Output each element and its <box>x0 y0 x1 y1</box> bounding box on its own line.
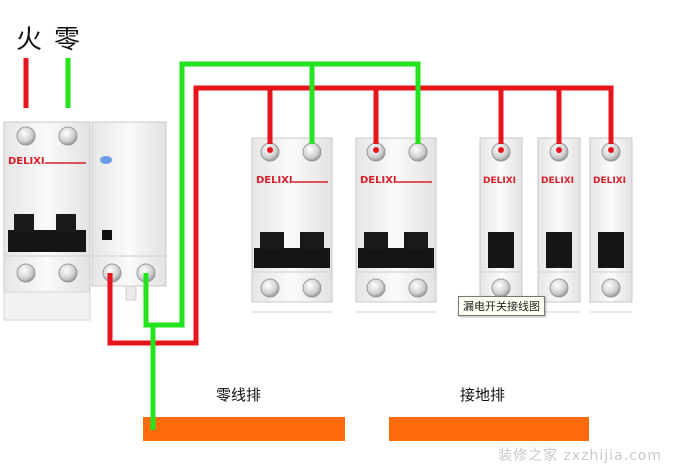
branch-breaker-1p-2: DELIXI <box>537 137 581 313</box>
branch-breaker-2p-1: DELIXI <box>251 137 333 313</box>
main-breaker: DELIXI <box>3 121 91 321</box>
leakage-module <box>91 121 167 301</box>
brand-logo: DELIXI <box>8 156 45 167</box>
tooltip: 漏电开关接线图 <box>458 296 545 316</box>
brand-logo: DELIXI <box>593 176 626 186</box>
neutral-label: 零 <box>54 25 80 55</box>
branch-breaker-2p-2: DELIXI <box>355 137 437 313</box>
ground-bus-bar <box>389 417 589 441</box>
watermark: 装修之家 zxzhijia.com <box>498 448 662 464</box>
brand-logo: DELIXI <box>541 176 574 186</box>
brand-logo: DELIXI <box>483 176 516 186</box>
neutral-bus-label: 零线排 <box>216 386 261 404</box>
brand-logo: DELIXI <box>360 175 397 186</box>
brand-logo: DELIXI <box>256 175 293 186</box>
live-label: 火 <box>16 25 42 55</box>
neutral-wiring <box>143 61 421 430</box>
terminal-dots <box>267 147 614 153</box>
neutral-bus-bar <box>143 417 345 441</box>
incoming-wires <box>23 58 71 108</box>
branch-breaker-1p-3: DELIXI <box>589 137 633 313</box>
live-wiring <box>107 85 614 346</box>
ground-bus-label: 接地排 <box>460 386 505 404</box>
branch-breaker-1p-1: DELIXI <box>479 137 523 303</box>
